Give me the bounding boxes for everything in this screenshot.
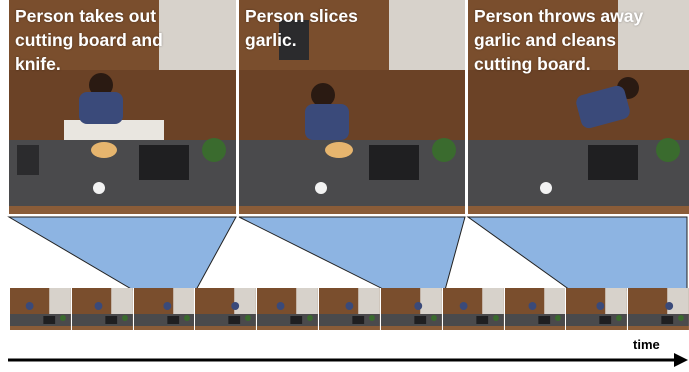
panel-caption: Person takes out cutting board and knife… — [15, 4, 232, 76]
video-frame-thumbnail — [71, 288, 133, 330]
connector-panel-2 — [239, 217, 465, 290]
video-frame-thumbnail — [627, 288, 689, 330]
video-frame-thumbnail — [380, 288, 442, 330]
connector-panel-3 — [468, 217, 687, 290]
connector-panel-1 — [9, 217, 236, 290]
video-frame-strip — [9, 288, 689, 330]
video-frame-thumbnail — [9, 288, 71, 330]
time-axis-label: time — [633, 337, 660, 352]
video-frame-thumbnail — [565, 288, 627, 330]
time-arrow — [0, 350, 689, 370]
kitchen-panel-1: Person takes out cutting board and knife… — [9, 0, 236, 214]
kitchen-panel-3: Person throws away garlic and cleans cut… — [468, 0, 689, 214]
video-frame-thumbnail — [194, 288, 256, 330]
video-frame-thumbnail — [442, 288, 504, 330]
kitchen-panel-2: Person slices garlic. — [239, 0, 465, 214]
video-frame-thumbnail — [504, 288, 566, 330]
video-frame-thumbnail — [256, 288, 318, 330]
panel-caption: Person slices garlic. — [245, 4, 461, 52]
video-frame-thumbnail — [133, 288, 195, 330]
panel-caption: Person throws away garlic and cleans cut… — [474, 4, 685, 76]
video-frame-thumbnail — [318, 288, 380, 330]
